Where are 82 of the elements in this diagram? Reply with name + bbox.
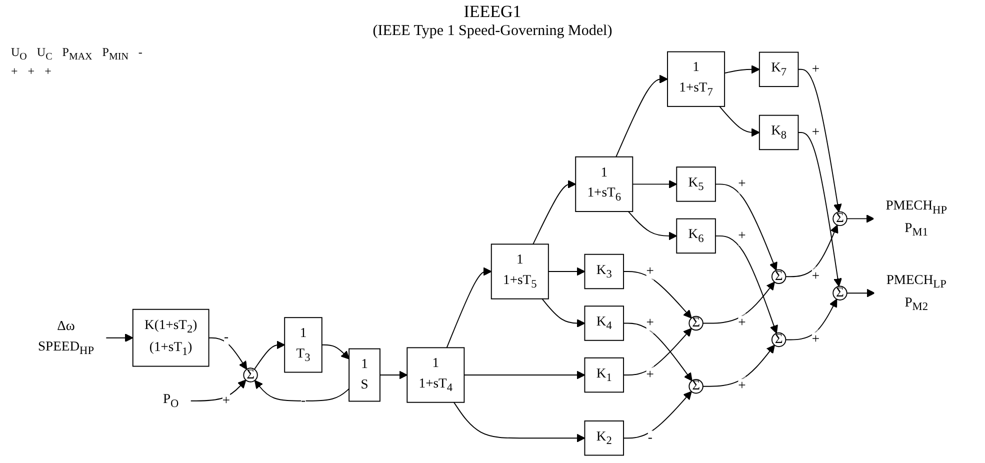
arrow [190, 380, 246, 402]
edge-label: + [646, 316, 654, 331]
arrow [623, 391, 692, 439]
node-box: K$_{2}$ [584, 420, 624, 456]
edge-label: + [646, 264, 654, 279]
arrow [254, 340, 285, 370]
arrow [628, 211, 678, 240]
node-box: K$_{8}$ [758, 114, 799, 150]
arrow [785, 298, 838, 340]
signal-label: + [11, 64, 18, 80]
arrow [719, 106, 760, 137]
node-circle: Σ [771, 269, 786, 284]
edge-label: + [738, 176, 746, 192]
node-box: 1 1+sT$_{7}$ [667, 51, 726, 107]
edge-label: - [300, 394, 306, 408]
node-circle: Σ [832, 211, 848, 226]
diagram-subtitle: (IEEE Type 1 Speed-Governing Model) [372, 23, 612, 39]
node-text: P$_{O}$ [162, 392, 179, 410]
edge-label: + [738, 316, 746, 331]
arrow [105, 334, 134, 342]
edge-label: + [738, 379, 746, 394]
edge-label: - [224, 330, 228, 346]
node-box: 1 1+sT$_{4}$ [406, 347, 465, 403]
node-circle: Σ [771, 332, 786, 348]
arrow [724, 65, 760, 74]
arrow [846, 288, 876, 298]
edge-label: + [646, 368, 654, 382]
arrow [623, 271, 692, 318]
node-box: 1 1+sT$_{6}$ [575, 156, 634, 212]
arrow [379, 370, 408, 380]
node-text: PMECH$_{HP}$ P$_{M1}$ [886, 198, 948, 239]
arrow [532, 180, 576, 245]
arrow [453, 402, 586, 442]
arrow [548, 267, 586, 276]
signal-label: P$_{MAX}$ [62, 45, 92, 62]
arrow [542, 298, 586, 328]
node-text: PMECH$_{LP}$ P$_{M2}$ [886, 273, 946, 314]
arrow [846, 214, 874, 223]
node-box: K$_{4}$ [584, 306, 624, 341]
arrow [321, 344, 350, 360]
arrow [446, 267, 492, 348]
node-circle: Σ [688, 378, 704, 394]
node-box: K$_{5}$ [676, 166, 716, 202]
signal-label: P$_{MIN}$ [102, 45, 128, 62]
node-box: K$_{7}$ [758, 52, 799, 88]
arrow [785, 224, 838, 278]
arrow [798, 132, 842, 287]
node-box: K(1+sT$_{2}$) (1+sT$_{1}$) [132, 308, 210, 367]
signal-label: + [28, 64, 35, 80]
edge-label: + [812, 62, 820, 77]
node-circle: Σ [832, 286, 848, 300]
arrow [623, 328, 692, 376]
node-box: 1 T$_{3}$ [284, 317, 322, 373]
node-circle: Σ [243, 368, 258, 382]
arrow [254, 380, 350, 402]
arrow [702, 282, 775, 324]
arrow [208, 337, 248, 370]
arrow [702, 344, 775, 387]
signal-label: U$_{O}$ [11, 45, 27, 62]
edge-label: + [812, 125, 820, 140]
edge-label: + [222, 394, 230, 408]
arrow [714, 235, 778, 334]
arrow [464, 370, 586, 380]
signal-label: U$_{C}$ [36, 45, 52, 62]
arrow [616, 74, 668, 158]
node-box: K$_{3}$ [584, 254, 624, 290]
edge-label: - [648, 430, 652, 446]
arrow [632, 180, 678, 188]
edge-label: + [812, 332, 820, 347]
signal-label: - [138, 45, 142, 60]
node-box: K$_{1}$ [584, 357, 624, 393]
arrow [714, 184, 778, 271]
arrow [798, 68, 842, 212]
node-text: Δω SPEED$_{HP}$ [38, 319, 94, 357]
edge-label: + [812, 269, 820, 284]
node-box: K$_{6}$ [676, 218, 716, 254]
node-box: 1 S [348, 348, 380, 402]
signal-label: + [44, 64, 52, 80]
node-circle: Σ [688, 316, 704, 331]
node-box: 1 1+sT$_{5}$ [490, 244, 549, 300]
edge-label: + [738, 228, 746, 244]
diagram-title: IEEEG1 [464, 2, 522, 22]
